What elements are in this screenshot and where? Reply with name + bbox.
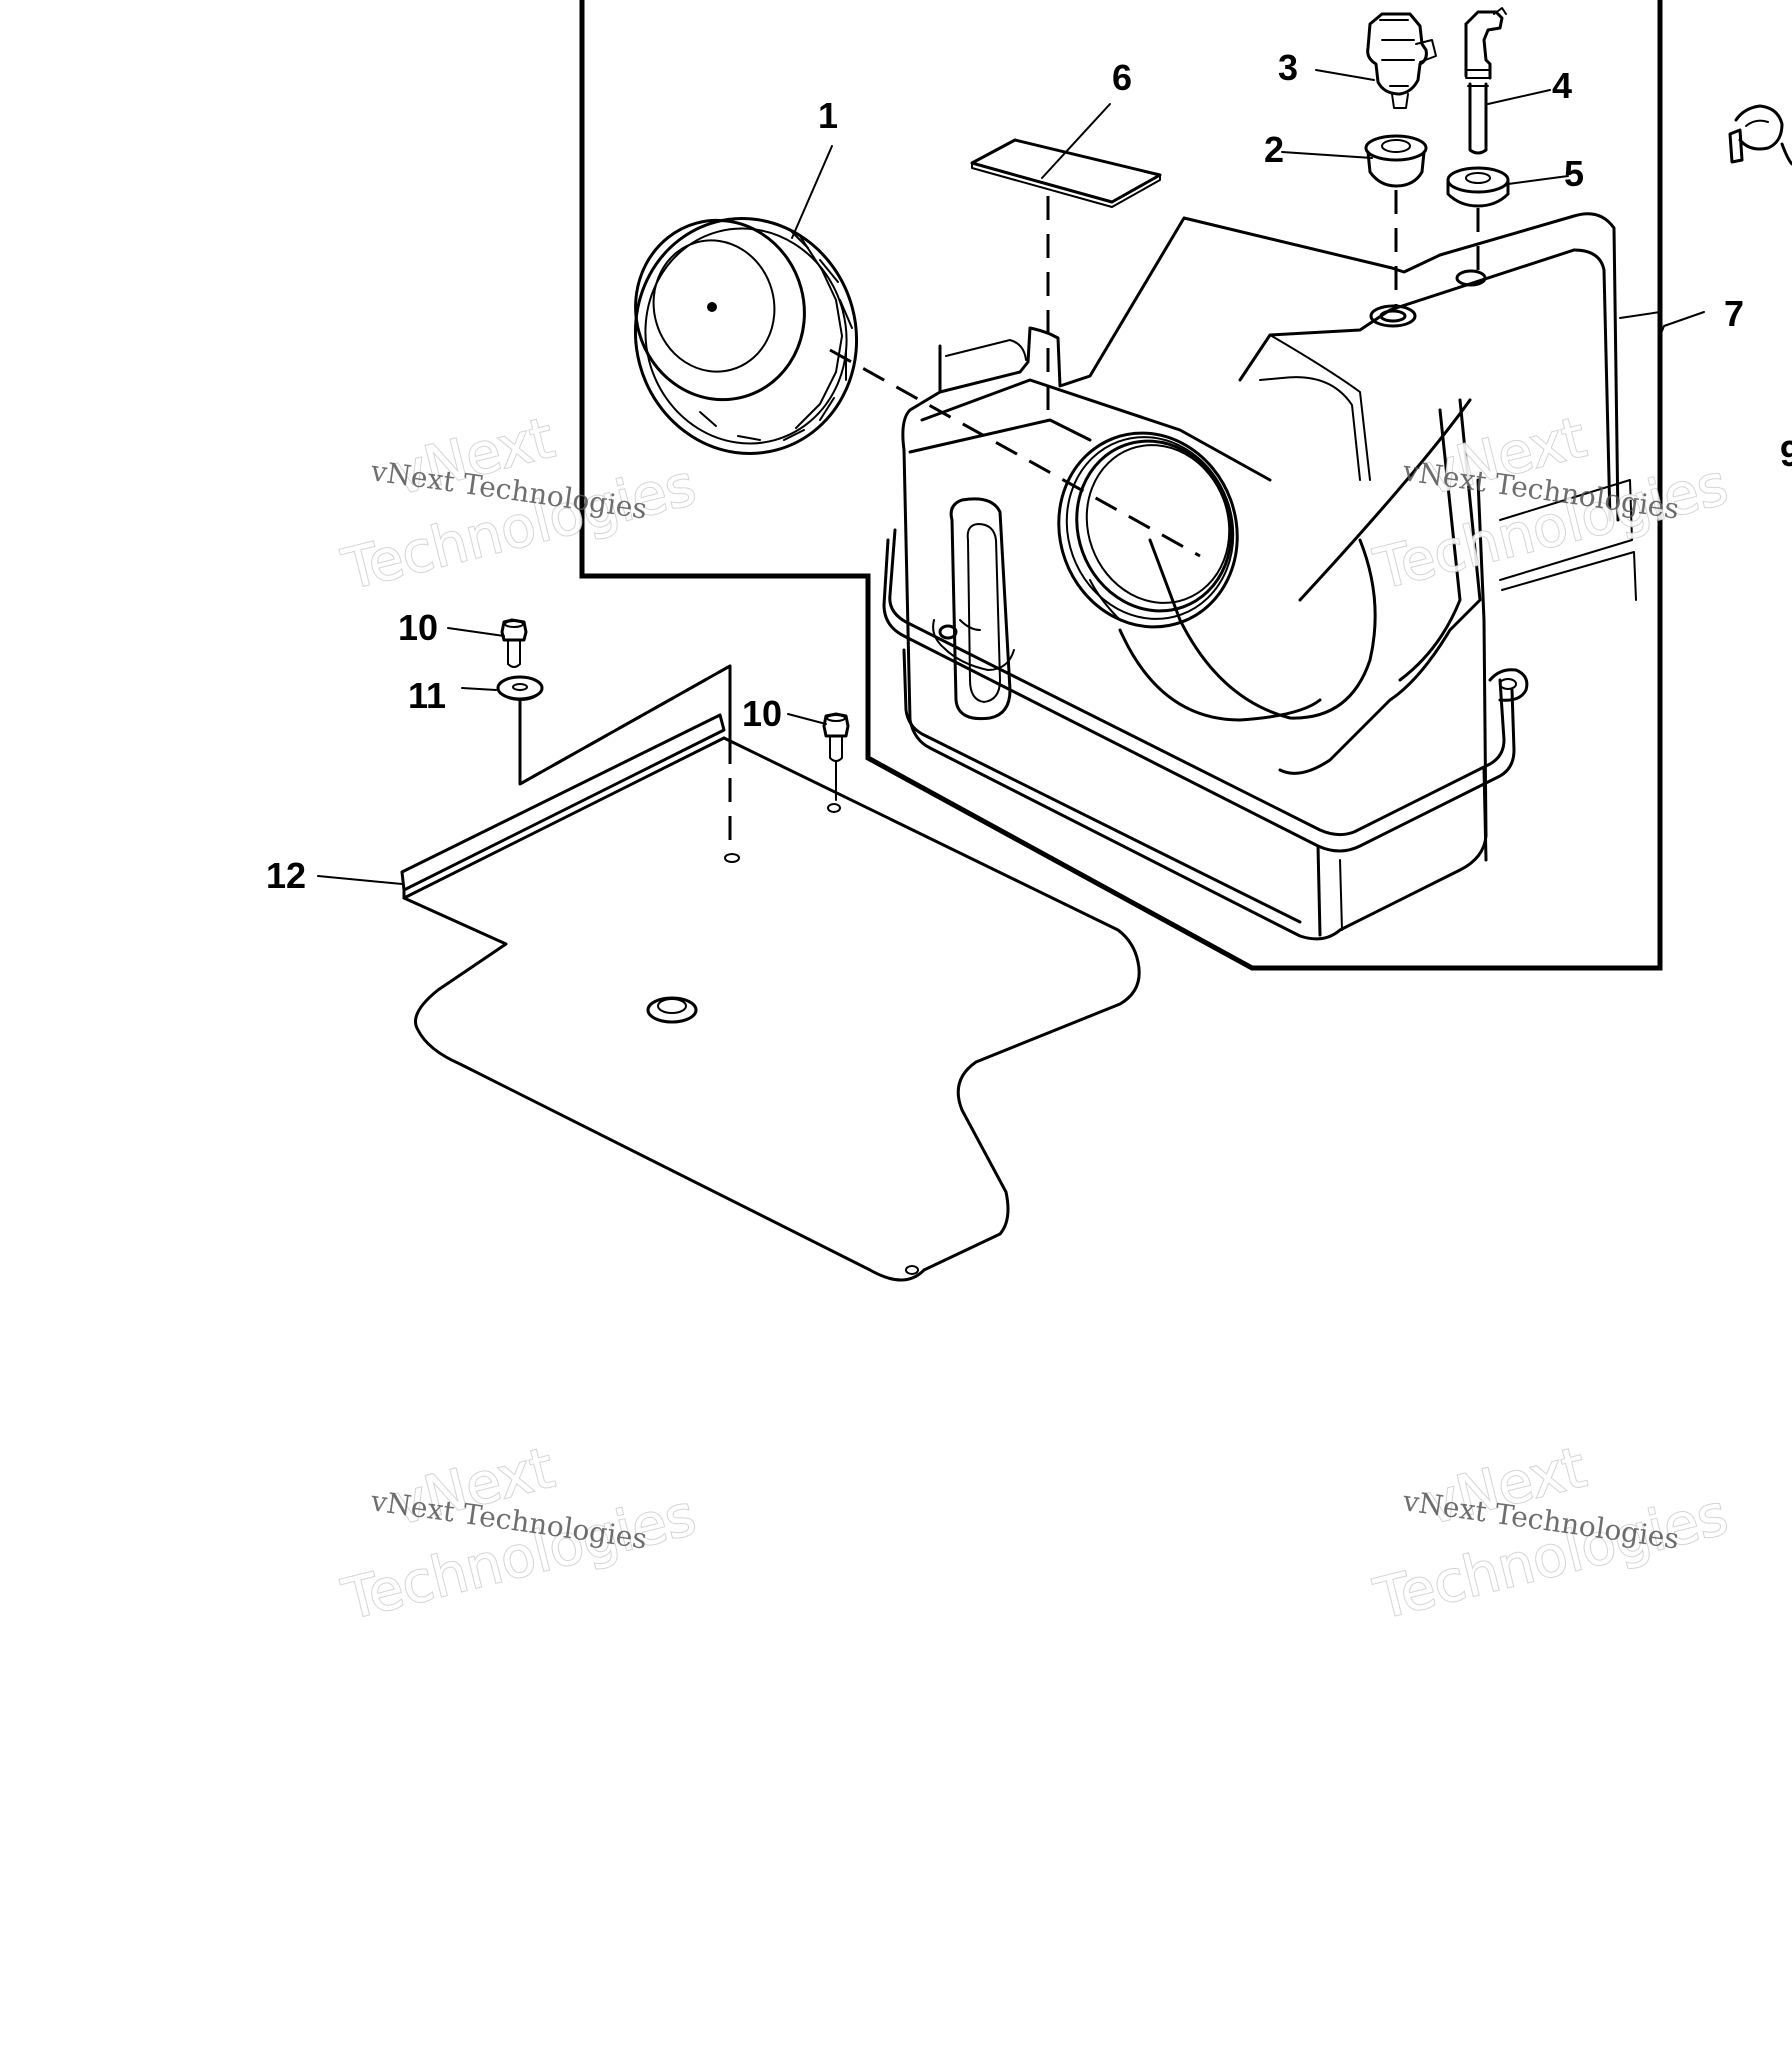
assembly-line-screw-dash xyxy=(519,664,731,786)
hose-clamp xyxy=(1728,104,1792,166)
callout-10a: 10 xyxy=(398,607,438,648)
callout-9: 9 xyxy=(1780,433,1792,474)
assembly-line-cap xyxy=(829,348,1201,558)
callout-12: 12 xyxy=(266,855,306,896)
callout-2: 2 xyxy=(1264,129,1284,170)
callout-11: 11 xyxy=(408,675,446,716)
callout-7: 7 xyxy=(1724,293,1744,334)
grommet xyxy=(1364,134,1428,188)
callout-10b: 10 xyxy=(742,693,782,734)
decal xyxy=(970,138,1162,208)
callout-5: 5 xyxy=(1564,153,1584,194)
leader-lines xyxy=(317,69,1705,885)
callout-1: 1 xyxy=(818,95,838,136)
callout-3: 3 xyxy=(1278,47,1298,88)
seal-washer xyxy=(1446,166,1510,208)
screw xyxy=(500,618,528,668)
shield-plate xyxy=(400,713,1141,1282)
vent-valve xyxy=(1366,12,1437,109)
callouts: 1 2 3 4 5 6 7 9 10 10 11 12 xyxy=(266,47,1792,896)
callout-6: 6 xyxy=(1112,57,1132,98)
washer xyxy=(496,675,544,701)
assembly-frame xyxy=(579,0,1663,971)
fuel-cap xyxy=(633,217,859,455)
callout-4: 4 xyxy=(1552,65,1572,106)
screw-2 xyxy=(822,712,850,762)
fuel-tank xyxy=(882,212,1637,941)
vent-fitting xyxy=(1464,7,1507,155)
